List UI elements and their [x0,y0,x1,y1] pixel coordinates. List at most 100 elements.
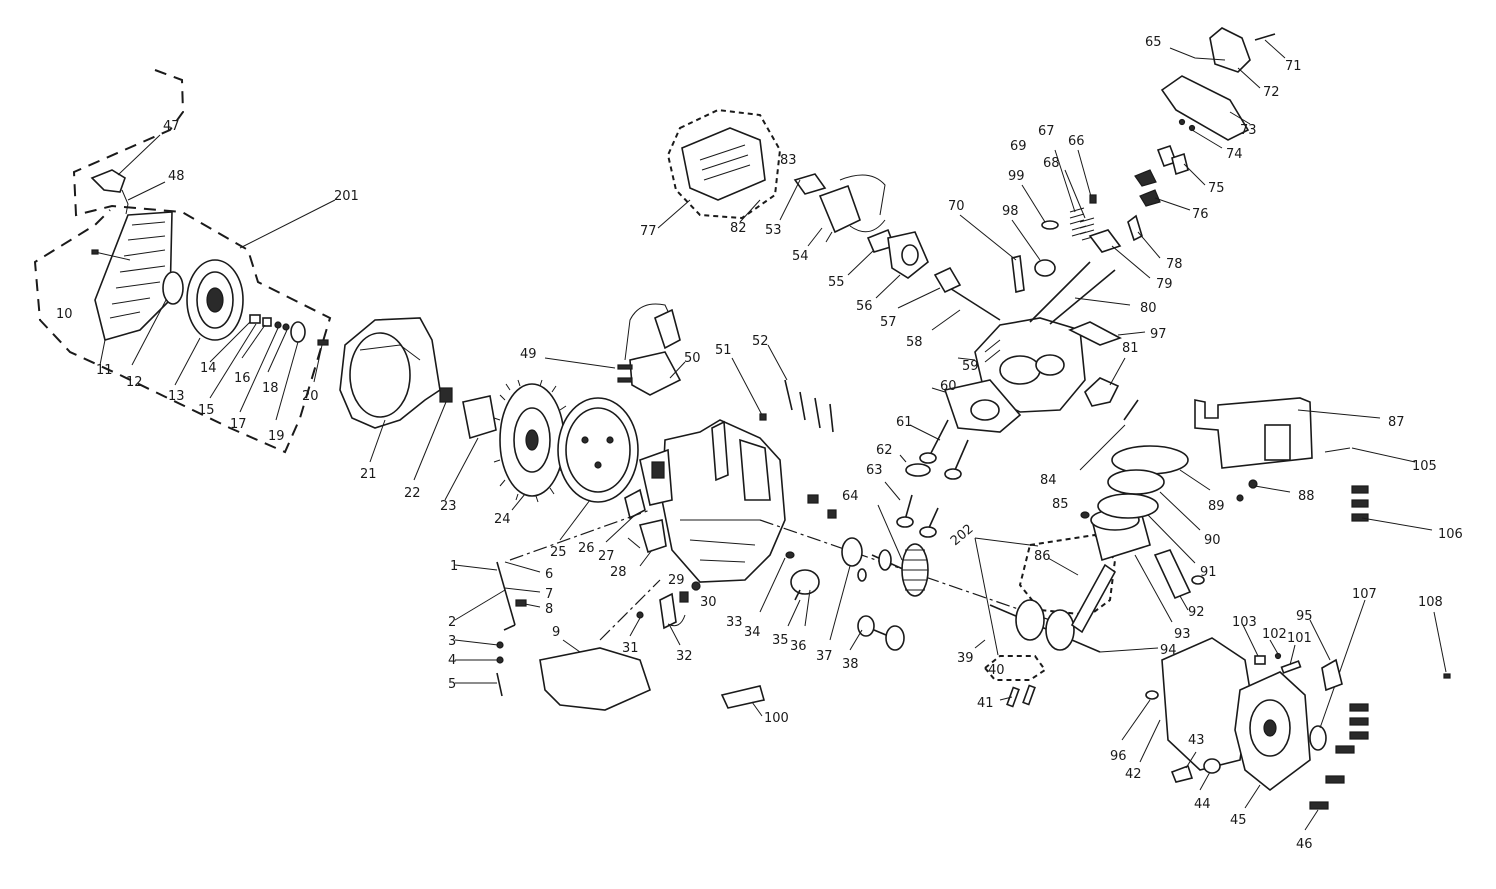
callout-105: 105 [1412,459,1437,474]
rocker-plate [1068,321,1122,346]
piston-ring-top [1111,445,1189,475]
callout-38: 38 [842,657,859,672]
callout-72: 72 [1263,85,1280,100]
piston-ring-middle [1107,469,1165,495]
bolt-51-leader [731,357,763,416]
bolts-52 [767,344,834,433]
intake-gasket [933,266,962,294]
ignition-coil [659,592,677,630]
callout-73: 73 [1240,123,1257,138]
callout-83: 83 [780,153,797,168]
starter-handle [90,134,166,215]
group-202-outline-small [983,655,1047,681]
callout-71: 71 [1285,59,1302,74]
intake-valve [884,481,939,538]
callout-37: 37 [816,649,833,664]
starter-ring [162,271,184,305]
callout-79: 79 [1156,277,1173,292]
callout-76: 76 [1192,207,1209,222]
callout-85: 85 [1052,497,1069,512]
callout-87: 87 [1388,415,1405,430]
callout-61: 61 [896,415,913,430]
fan-shroud [339,317,441,463]
callout-70: 70 [948,199,965,214]
base-guard [539,647,651,711]
callout-65: 65 [1145,35,1162,50]
callout-40: 40 [988,663,1005,678]
bolt-103 [1254,655,1266,665]
callout-17: 17 [230,417,247,432]
callout-41: 41 [977,696,994,711]
callout-35: 35 [772,633,789,648]
callout-67: 67 [1038,124,1055,139]
callout-82: 82 [730,221,747,236]
callout-202: 202 [948,522,977,549]
callout-84: 84 [1040,473,1057,488]
callout-90: 90 [1204,533,1221,548]
callout-46: 46 [1296,837,1313,852]
stud [944,284,1001,321]
breather-tube [1169,47,1226,61]
callout-78: 78 [1166,257,1183,272]
callout-33: 33 [726,615,743,630]
callout-21: 21 [360,467,377,482]
carburetor [807,174,886,247]
callout-49: 49 [520,347,537,362]
callout-59: 59 [962,359,979,374]
callout-22: 22 [404,486,421,501]
callout-107: 107 [1352,587,1377,602]
callout-95: 95 [1296,609,1313,624]
callout-102: 102 [1262,627,1287,642]
oil-alert-switch [638,519,667,554]
governor-part [624,488,646,520]
air-filter-outline [666,108,782,220]
callout-108: 108 [1418,595,1443,610]
air-filter [657,127,766,229]
callout-20: 20 [302,389,319,404]
callout-88: 88 [1298,489,1315,504]
callout-11: 11 [96,363,113,378]
callout-77: 77 [640,224,657,239]
callout-6: 6 [545,567,553,582]
callout-1: 1 [450,559,458,574]
callout-26: 26 [578,541,595,556]
callout-68: 68 [1043,156,1060,171]
balance-shaft [849,615,905,651]
callout-7: 7 [545,587,553,602]
valve-springs [1054,149,1097,241]
crank-bearing [841,537,863,567]
part-108 [1443,673,1451,679]
callout-80: 80 [1140,301,1157,316]
callout-96: 96 [1110,749,1127,764]
callout-58: 58 [906,335,923,350]
callout-74: 74 [1226,147,1243,162]
callout-92: 92 [1188,605,1205,620]
crankcase-cover [1234,671,1311,809]
callout-93: 93 [1174,627,1191,642]
callout-66: 66 [1068,134,1085,149]
starter-pulley [174,259,244,386]
callout-45: 45 [1230,813,1247,828]
callout-100: 100 [764,711,789,726]
callout-52: 52 [752,334,769,349]
callout-60: 60 [940,379,957,394]
valve-cover [1209,27,1251,73]
callout-18: 18 [262,381,279,396]
governor-linkage [454,509,651,697]
crankcase [639,419,786,583]
callout-101: 101 [1287,631,1312,646]
drain-plug-43 [1170,764,1194,783]
callout-57: 57 [880,315,897,330]
spark-plug [1011,255,1025,293]
rocker-pivot-75b [1171,152,1189,176]
callout-97: 97 [1150,327,1167,342]
dowel-pin [785,551,795,559]
bracket-100 [720,685,766,709]
callout-106: 106 [1438,527,1463,542]
flywheel-cover [557,397,639,541]
rocker-nut-76b [1139,189,1161,207]
part-labels: 1234567891011121314151617181920212223242… [56,35,1463,852]
valve-keeper-99 [1041,220,1059,230]
group-201-outline [33,69,332,454]
